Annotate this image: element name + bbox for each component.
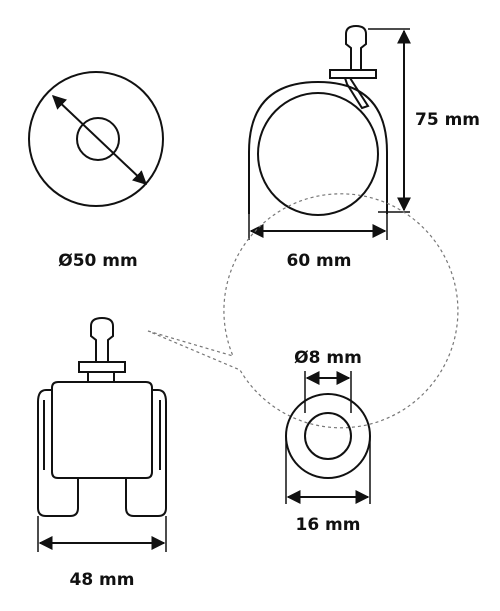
caster-collar (87, 371, 115, 383)
wheel-diameter-label: Ø50 mm (58, 251, 137, 271)
base-width-label: 48 mm (69, 570, 134, 590)
caster-stem (90, 316, 114, 363)
wheel-hood (248, 80, 388, 214)
caster-body (51, 381, 153, 479)
total-height-label: 75 mm (415, 110, 480, 130)
detail-callout (147, 193, 459, 429)
stem-inner-circle (304, 412, 352, 460)
stem-diameter-label: Ø8 mm (294, 348, 362, 368)
wheel-side (257, 92, 379, 216)
stem-plate (329, 69, 377, 79)
caster-stem-plate (78, 361, 126, 373)
callout-outline (147, 193, 459, 429)
wheel-front-view (28, 71, 164, 207)
wheel-side-view (248, 24, 411, 240)
detail-view (285, 371, 371, 504)
wheel-diameter-arrow (51, 95, 148, 185)
caster-left-wheel (37, 389, 79, 517)
wheel-outer-circle (28, 71, 164, 207)
stem (345, 24, 367, 71)
caster-right-wheel (125, 389, 167, 517)
collar-outer-circle (285, 393, 371, 479)
stem-bracket (343, 77, 370, 110)
collar-diameter-label: 16 mm (295, 515, 360, 535)
caster-front-view (37, 316, 167, 552)
wheel-width-label: 60 mm (286, 251, 351, 271)
